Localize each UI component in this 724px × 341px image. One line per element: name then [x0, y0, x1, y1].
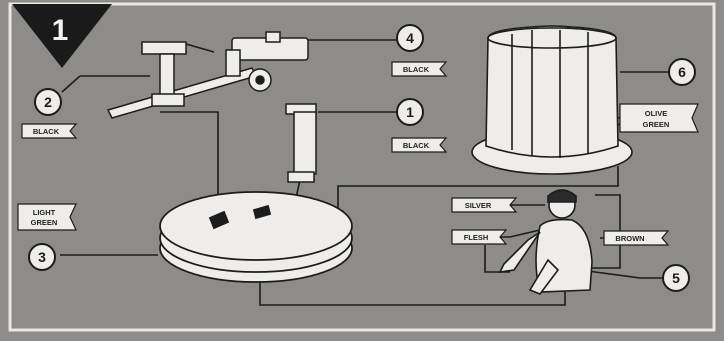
flag-black-2: BLACK	[22, 124, 76, 138]
flag-black-2-text: BLACK	[33, 127, 60, 136]
flag-black-1-text: BLACK	[403, 141, 430, 150]
flag-brown: BROWN	[604, 231, 668, 245]
post-foot	[288, 172, 314, 182]
callout-5-label: 5	[672, 270, 680, 286]
flag-flesh-text: FLESH	[464, 233, 489, 242]
flag-brown-text: BROWN	[615, 234, 644, 243]
gun-mount-hub	[256, 76, 264, 84]
base-layer-top	[160, 192, 352, 260]
tripod-foot	[152, 94, 184, 106]
flag-silver-text: SILVER	[465, 201, 492, 210]
flag-olive-green-line1: OLIVE	[645, 109, 668, 118]
callout-6: 6	[669, 59, 695, 85]
gun-sight	[266, 32, 280, 42]
dome-top	[488, 28, 616, 48]
callout-2-label: 2	[44, 94, 52, 110]
callout-6-label: 6	[678, 64, 686, 80]
part-base	[160, 192, 352, 282]
callout-5: 5	[663, 265, 689, 291]
flag-light-green-line2: GREEN	[31, 218, 58, 227]
flag-light-green: LIGHT GREEN	[18, 204, 76, 230]
flag-flesh: FLESH	[452, 230, 506, 244]
gun-feed	[226, 50, 240, 76]
callout-3-label: 3	[38, 249, 46, 265]
flag-black-1: BLACK	[392, 138, 446, 152]
tripod-leg	[160, 54, 174, 96]
callout-2: 2	[35, 89, 61, 115]
callout-1-label: 1	[406, 104, 414, 120]
tripod-top	[142, 42, 186, 54]
callout-4: 4	[397, 25, 423, 51]
callout-1: 1	[397, 99, 423, 125]
step-number: 1	[52, 14, 69, 47]
post-column	[294, 112, 316, 174]
flag-olive-green: OLIVE GREEN	[620, 104, 698, 132]
flag-black-4-text: BLACK	[403, 65, 430, 74]
callout-3: 3	[29, 244, 55, 270]
callout-4-label: 4	[406, 30, 414, 46]
part-dome	[472, 26, 632, 174]
flag-olive-green-line2: GREEN	[643, 120, 670, 129]
flag-light-green-line1: LIGHT	[33, 208, 56, 217]
flag-black-4: BLACK	[392, 62, 446, 76]
flag-silver: SILVER	[452, 198, 516, 212]
